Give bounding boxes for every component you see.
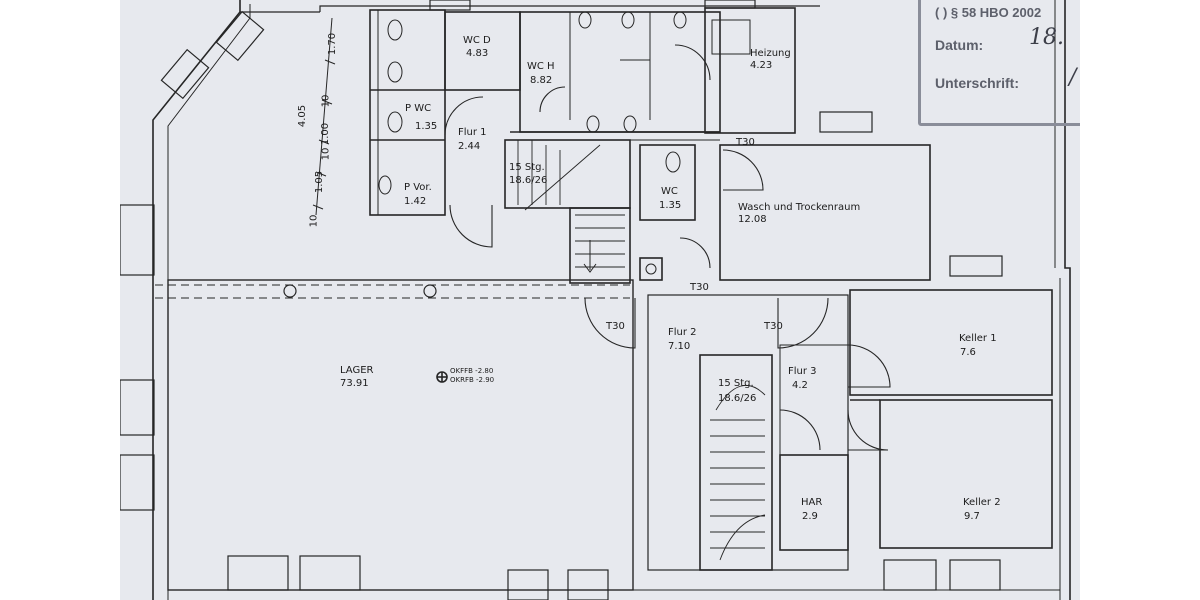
room-wc-h-area: 8.82 bbox=[530, 75, 553, 86]
room-har-area: 2.9 bbox=[802, 511, 818, 522]
floor-plan-sheet: ( ) § 58 HBO 2002 Datum: 18. Unterschrif… bbox=[120, 0, 1080, 600]
room-flur2-area: 7.10 bbox=[668, 341, 691, 352]
dimension-10-a: 10 bbox=[320, 94, 332, 108]
door-swings bbox=[444, 44, 891, 451]
level-okffb: OKFFB -2.80 bbox=[450, 367, 494, 375]
heizung-wall bbox=[704, 7, 796, 134]
door-t30-keller: T30 bbox=[764, 321, 783, 332]
stamp-signature-value: / bbox=[1069, 65, 1077, 90]
upper-stair-steps: 15 Stg. bbox=[509, 162, 545, 173]
keller2-wall bbox=[879, 399, 1053, 549]
room-heizung-name: Heizung bbox=[750, 48, 791, 59]
lager-wall bbox=[167, 279, 634, 591]
stamp-signature-label: Unterschrift: bbox=[935, 75, 1020, 91]
windows bbox=[120, 0, 1003, 600]
room-lager-area: 73.91 bbox=[340, 378, 369, 389]
room-keller1-name: Keller 1 bbox=[959, 333, 997, 344]
upper-stair-wall bbox=[504, 139, 631, 209]
room-p-wc-name: P WC bbox=[405, 103, 432, 114]
room-p-vor-area: 1.42 bbox=[404, 196, 427, 207]
outer-wall bbox=[152, 0, 241, 600]
dimension-1-05: 1.05 bbox=[314, 170, 326, 194]
room-flur1-name: Flur 1 bbox=[458, 127, 487, 138]
door-t30-lager: T30 bbox=[606, 321, 625, 332]
wasch-wall bbox=[719, 144, 931, 281]
room-flur3-area: 4.2 bbox=[792, 380, 808, 391]
room-wc-d-name: WC D bbox=[463, 35, 491, 46]
room-wasch-name: Wasch und Trockenraum bbox=[738, 202, 861, 213]
room-lager-name: LAGER bbox=[340, 365, 374, 376]
dimension-4-05: 4.05 bbox=[297, 104, 309, 128]
door-t30-heizung: T30 bbox=[736, 137, 755, 148]
toilet-fixtures bbox=[378, 11, 751, 195]
dimension-10-c: 10 bbox=[308, 214, 320, 228]
room-keller2-name: Keller 2 bbox=[963, 497, 1001, 508]
room-wc-name: WC bbox=[661, 186, 678, 197]
room-flur3-name: Flur 3 bbox=[788, 366, 817, 377]
room-keller1-area: 7.6 bbox=[960, 347, 976, 358]
stamp-date-label: Datum: bbox=[935, 37, 984, 53]
dimension-chain bbox=[312, 17, 336, 216]
dimension-1-00: 1.00 bbox=[320, 122, 332, 146]
outer-wall-inner bbox=[167, 4, 251, 600]
lower-stair-size: 18.6/26 bbox=[718, 393, 757, 404]
room-wc-h-name: WC H bbox=[527, 61, 555, 72]
room-p-wc-area: 1.35 bbox=[415, 121, 438, 132]
room-wc-d-area: 4.83 bbox=[466, 48, 489, 59]
room-wc-area: 1.35 bbox=[659, 200, 682, 211]
upper-stair-size: 18.6/26 bbox=[509, 175, 548, 186]
stamp-date-value: 18. bbox=[1029, 25, 1064, 50]
room-keller2-area: 9.7 bbox=[964, 511, 980, 522]
stamp-paragraph: ( ) § 58 HBO 2002 bbox=[935, 5, 1042, 20]
keller1-wall bbox=[849, 289, 1053, 396]
room-flur1-area: 2.44 bbox=[458, 141, 481, 152]
approval-stamp: ( ) § 58 HBO 2002 Datum: 18. Unterschrif… bbox=[918, 0, 1080, 126]
door-t30-wasch: T30 bbox=[690, 282, 709, 293]
lower-stair-steps: 15 Stg. bbox=[718, 378, 754, 389]
room-har-name: HAR bbox=[801, 497, 823, 508]
lower-stair-wall bbox=[699, 354, 773, 571]
level-marker bbox=[436, 371, 448, 383]
room-wasch-area: 12.08 bbox=[738, 214, 767, 225]
room-flur2-name: Flur 2 bbox=[668, 327, 697, 338]
floor-plan-drawing bbox=[120, 0, 1071, 600]
dimension-10-b: 10 bbox=[320, 147, 332, 161]
room-p-vor-name: P Vor. bbox=[404, 182, 432, 193]
dimension-1-70: 1.70 bbox=[327, 32, 339, 56]
flur3-wall bbox=[779, 344, 849, 456]
outer-wall-right bbox=[1064, 0, 1071, 600]
room-heizung-area: 4.23 bbox=[750, 60, 773, 71]
level-okrfb: OKRFB -2.90 bbox=[450, 376, 495, 384]
wc-block-wall bbox=[369, 9, 446, 216]
